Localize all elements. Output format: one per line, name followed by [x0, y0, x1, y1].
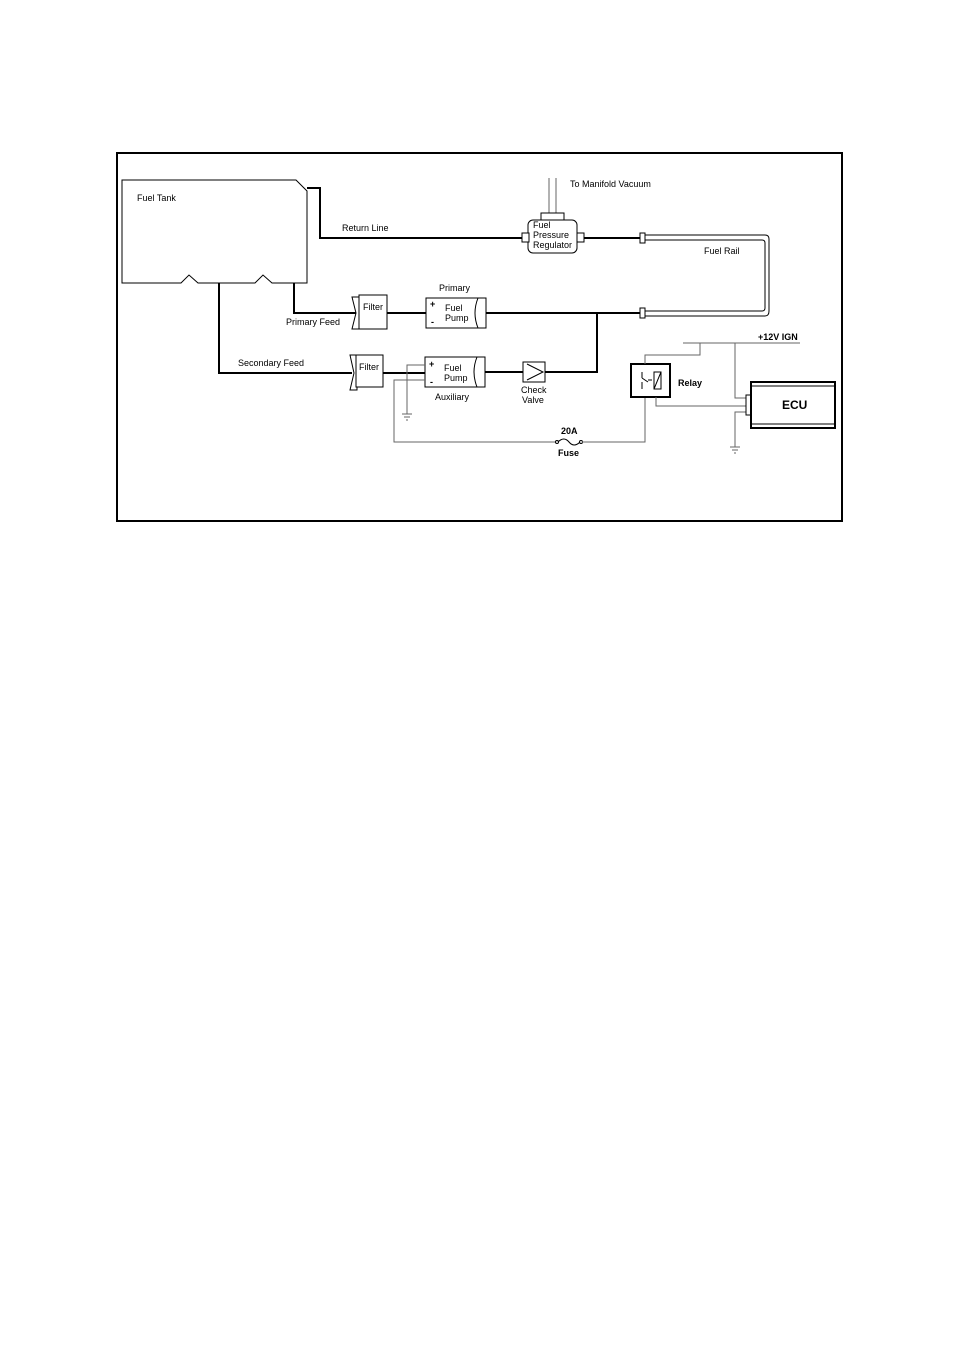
- regulator-port-right: [577, 233, 584, 242]
- ecu-label: ECU: [782, 398, 807, 412]
- aux-pump-plus: +: [429, 359, 434, 369]
- aux-pump-label: Fuel: [444, 363, 462, 373]
- fuse-relay-wire: [582, 397, 645, 442]
- primary-feed-pipe: [294, 283, 358, 313]
- ecu-ground-wire: [735, 412, 749, 447]
- primary-filter: [359, 295, 387, 329]
- primary-pump-minus: -: [431, 317, 434, 327]
- regulator-label: Pressure: [533, 230, 569, 240]
- check-valve: [523, 362, 545, 382]
- regulator-label: Fuel: [533, 220, 551, 230]
- manifold-vacuum-label: To Manifold Vacuum: [570, 179, 651, 189]
- secondary-filter-label: Filter: [359, 362, 379, 372]
- regulator-label: Regulator: [533, 240, 572, 250]
- fuse-icon: [558, 439, 580, 445]
- valve-junction-pipe: [545, 313, 597, 372]
- rail-connector-bottom: [640, 308, 645, 318]
- primary-filter-label: Filter: [363, 302, 383, 312]
- check-valve-label: Valve: [522, 395, 544, 405]
- relay-ign-wire: [645, 343, 700, 364]
- fuse-label: Fuse: [558, 448, 579, 458]
- relay-label: Relay: [678, 378, 702, 388]
- auxiliary-label: Auxiliary: [435, 392, 470, 402]
- diagram-frame: [117, 153, 842, 521]
- rail-connector-top: [640, 233, 645, 243]
- return-line-label: Return Line: [342, 223, 389, 233]
- fuel-tank-label: Fuel Tank: [137, 193, 176, 203]
- ign-label: +12V IGN: [758, 332, 798, 342]
- primary-label: Primary: [439, 283, 470, 293]
- fuse-rating-label: 20A: [561, 426, 578, 436]
- primary-pump-label: Fuel: [445, 303, 463, 313]
- fuel-rail-label: Fuel Rail: [704, 246, 740, 256]
- aux-pump-label: Pump: [444, 373, 468, 383]
- primary-feed-label: Primary Feed: [286, 317, 340, 327]
- primary-pump-plus: +: [430, 299, 435, 309]
- ign-ecu-wire: [735, 343, 749, 398]
- primary-pump-label: Pump: [445, 313, 469, 323]
- check-valve-label: Check: [521, 385, 547, 395]
- aux-pump-minus: -: [430, 377, 433, 387]
- regulator-port-left: [522, 233, 529, 242]
- secondary-feed-label: Secondary Feed: [238, 358, 304, 368]
- return-line-pipe: [307, 188, 522, 238]
